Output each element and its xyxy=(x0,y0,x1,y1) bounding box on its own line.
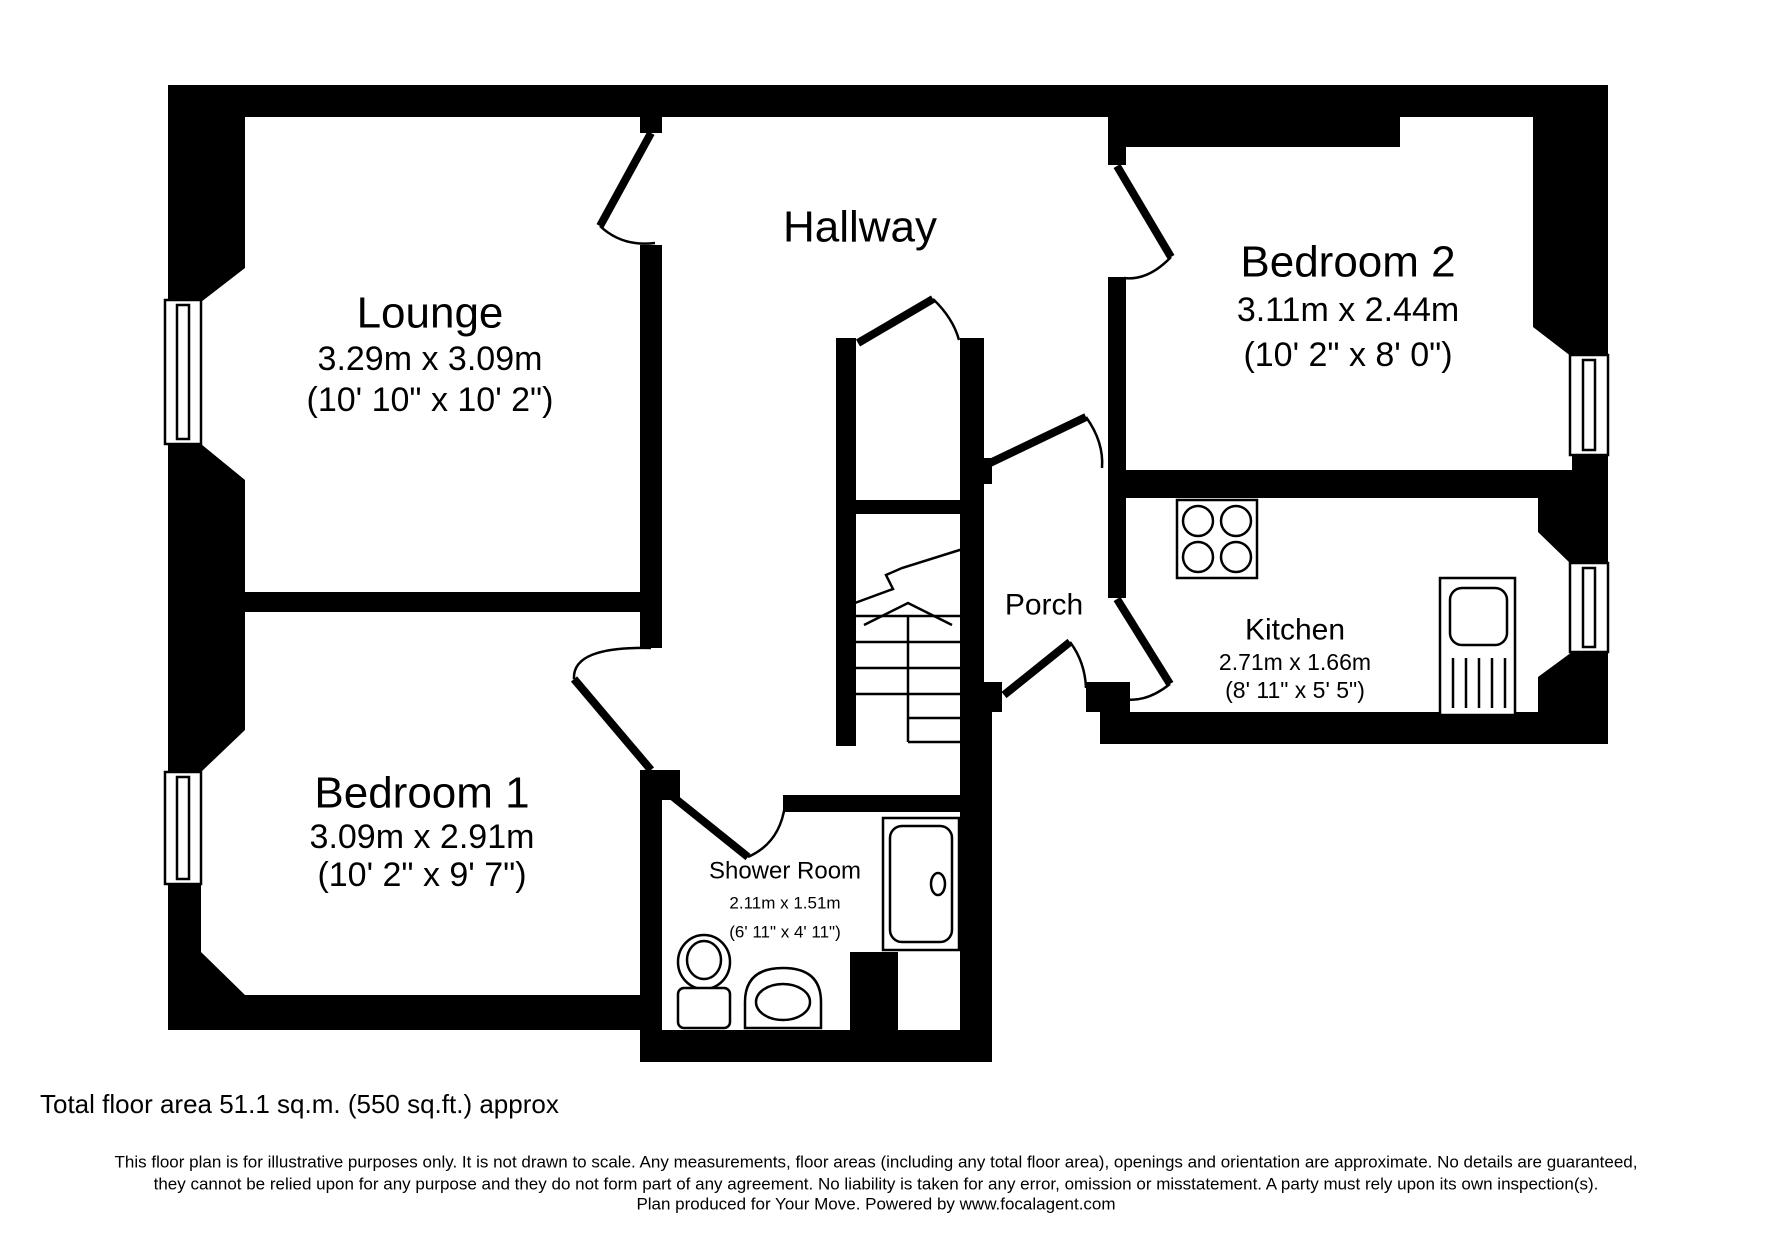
bedroom1-label: Bedroom 1 xyxy=(314,769,529,818)
kitchen-label: Kitchen xyxy=(1245,614,1345,647)
footer: Total floor area 51.1 sq.m. (550 sq.ft.)… xyxy=(40,1089,1637,1214)
kitchen-dims-metric: 2.71m x 1.66m xyxy=(1219,649,1371,675)
disclaimer-line-1: This floor plan is for illustrative purp… xyxy=(115,1153,1638,1172)
stairs-break-line xyxy=(843,546,967,609)
room-labels: Lounge 3.29m x 3.09m (10' 10" x 10' 2") … xyxy=(307,203,1460,942)
kitchen-door-icon xyxy=(1113,596,1174,701)
disclaimer-line-2: they cannot be relied upon for any purpo… xyxy=(154,1175,1599,1194)
hallway-label: Hallway xyxy=(783,203,937,252)
hob-icon xyxy=(1175,498,1259,580)
lounge-window-icon xyxy=(163,298,203,446)
bedroom2-window-icon xyxy=(1568,353,1610,457)
hallway-cupboard-door-icon xyxy=(855,295,961,347)
shower-room-door-icon xyxy=(669,792,787,861)
bedroom1-door-icon xyxy=(570,646,655,773)
bedroom2-dims-imperial: (10' 2" x 8' 0") xyxy=(1243,336,1452,374)
staircase xyxy=(843,546,967,744)
porch-label: Porch xyxy=(1005,589,1083,622)
total-floor-area: Total floor area 51.1 sq.m. (550 sq.ft.)… xyxy=(40,1089,559,1119)
bedroom2-dims-metric: 3.11m x 2.44m xyxy=(1237,291,1459,329)
disclaimer-line-3: Plan produced for Your Move. Powered by … xyxy=(636,1195,1115,1214)
shower-room-label: Shower Room xyxy=(709,858,861,885)
lounge-dims-imperial: (10' 10" x 10' 2") xyxy=(307,381,554,419)
porch-inner-door-icon xyxy=(988,413,1104,469)
toilet-icon xyxy=(676,933,732,1030)
bedroom1-dims-imperial: (10' 2" x 9' 7") xyxy=(317,856,526,894)
bedroom1-dims-metric: 3.09m x 2.91m xyxy=(310,818,535,856)
shower-tray-icon xyxy=(881,816,961,952)
kitchen-dims-imperial: (8' 11" x 5' 5") xyxy=(1225,677,1365,703)
sink-drainer-icon xyxy=(1438,576,1517,717)
shower-room-dims-metric: 2.11m x 1.51m xyxy=(729,894,840,913)
wash-basin-icon xyxy=(743,966,823,1030)
stairs-direction-arrow xyxy=(863,601,953,627)
bedroom2-label: Bedroom 2 xyxy=(1240,238,1455,287)
front-door-icon xyxy=(1001,638,1088,699)
bedroom2-door-icon xyxy=(1113,163,1175,280)
lounge-door-icon xyxy=(596,131,656,245)
shower-room-dims-imperial: (6' 11" x 4' 11") xyxy=(729,923,840,942)
lounge-label: Lounge xyxy=(357,289,504,338)
bedroom1-window-icon xyxy=(163,770,203,886)
kitchen-window-icon xyxy=(1568,561,1610,654)
lounge-dims-metric: 3.29m x 3.09m xyxy=(318,340,543,378)
